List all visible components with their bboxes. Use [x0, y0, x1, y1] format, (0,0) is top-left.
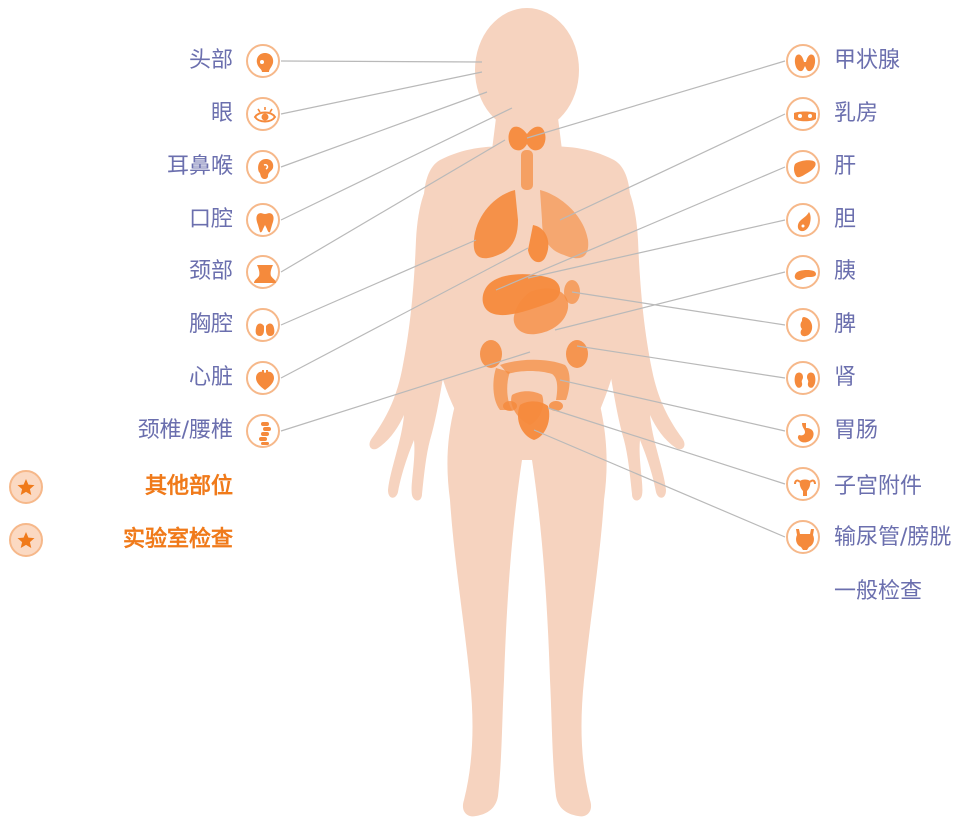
gallbladder-icon[interactable] [786, 203, 820, 237]
uterus-icon[interactable] [786, 467, 820, 501]
stomach-icon[interactable] [786, 414, 820, 448]
label-kidney[interactable]: 肾 [834, 364, 856, 392]
spine-icon[interactable] [246, 414, 280, 448]
star-icon[interactable] [9, 470, 43, 504]
label-thyroid[interactable]: 甲状腺 [834, 47, 900, 75]
label-head[interactable]: 头部 [189, 47, 233, 75]
breast-icon[interactable] [786, 97, 820, 131]
label-stomach-intestine[interactable]: 胃肠 [834, 417, 878, 445]
label-spine[interactable]: 颈椎/腰椎 [138, 417, 233, 445]
head-icon[interactable] [246, 44, 280, 78]
ear-icon[interactable] [246, 150, 280, 184]
star-icon[interactable] [9, 523, 43, 557]
label-other-parts[interactable]: 其他部位 [145, 473, 233, 501]
label-general-exam[interactable]: 一般检查 [834, 578, 922, 606]
bladder-icon[interactable] [786, 520, 820, 554]
label-ent[interactable]: 耳鼻喉 [167, 153, 233, 181]
label-oral[interactable]: 口腔 [189, 206, 233, 234]
label-heart[interactable]: 心脏 [189, 364, 233, 392]
label-spleen[interactable]: 脾 [834, 311, 856, 339]
label-uterus-adnexa[interactable]: 子宫附件 [834, 473, 922, 501]
label-eye[interactable]: 眼 [211, 100, 233, 128]
label-ureter-bladder[interactable]: 输尿管/膀胱 [834, 524, 951, 552]
heart-icon[interactable] [246, 361, 280, 395]
label-chest[interactable]: 胸腔 [189, 311, 233, 339]
label-gallbladder[interactable]: 胆 [834, 206, 856, 234]
thyroid-icon[interactable] [786, 44, 820, 78]
lungs-icon[interactable] [246, 308, 280, 342]
tooth-icon[interactable] [246, 203, 280, 237]
label-pancreas[interactable]: 胰 [834, 258, 856, 286]
label-neck[interactable]: 颈部 [189, 258, 233, 286]
pancreas-icon[interactable] [786, 255, 820, 289]
neck-icon[interactable] [246, 255, 280, 289]
label-liver[interactable]: 肝 [834, 153, 856, 181]
liver-icon[interactable] [786, 150, 820, 184]
spleen-icon[interactable] [786, 308, 820, 342]
label-lab-tests[interactable]: 实验室检查 [123, 526, 233, 554]
label-breast[interactable]: 乳房 [834, 100, 878, 128]
eye-icon[interactable] [246, 97, 280, 131]
kidney-icon[interactable] [786, 361, 820, 395]
